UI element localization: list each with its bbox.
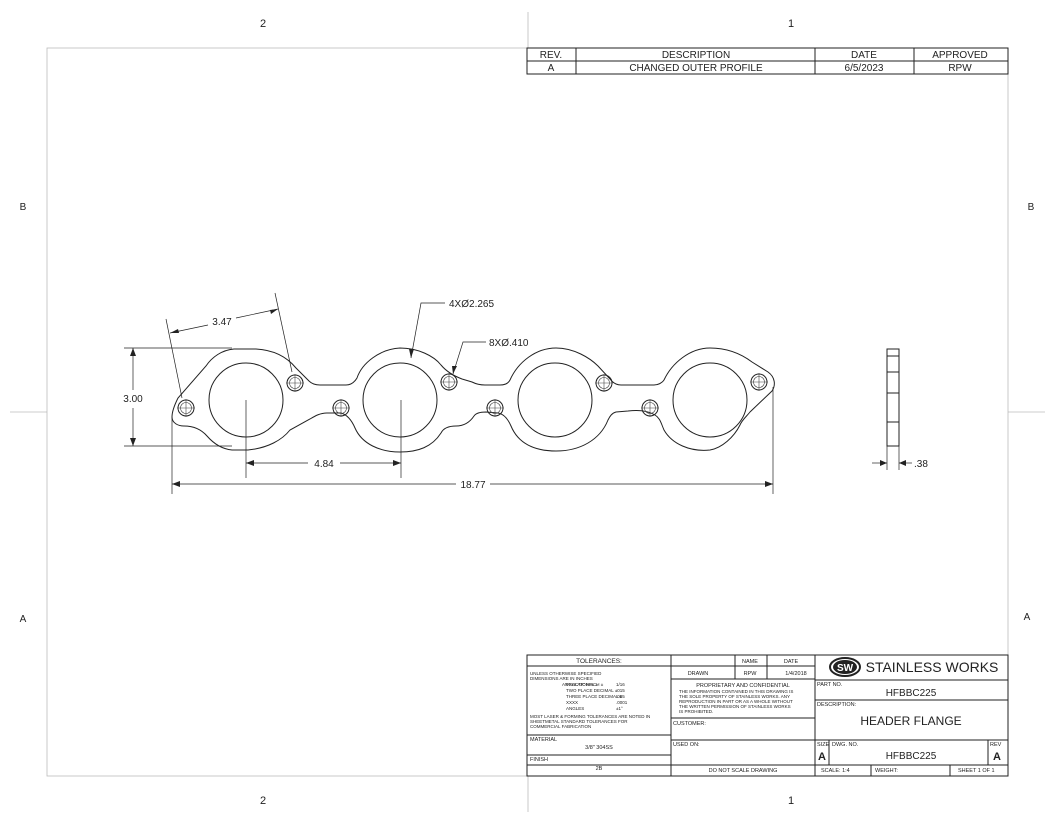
tol-row-2-label: FRACTIONAL ± xyxy=(566,682,599,687)
zone-left-lower: A xyxy=(20,614,27,625)
tol-row-5-value: .0001 xyxy=(616,700,628,705)
rev-row-approved: RPW xyxy=(948,63,972,74)
customer-label: CUSTOMER: xyxy=(673,721,706,727)
dim-port-spacing: 4.84 xyxy=(314,459,334,470)
name-header: NAME xyxy=(742,659,758,665)
tol-row-4-value: .005 xyxy=(616,694,625,699)
dim-height: 3.00 xyxy=(123,394,143,405)
flange-side-view: .38 xyxy=(872,348,928,470)
proprietary-title: PROPRIETARY AND CONFIDENTIAL xyxy=(696,683,790,689)
tol-row-3-label: TWO PLACE DECIMAL ± xyxy=(566,688,618,693)
zone-top-left: 2 xyxy=(260,18,266,30)
proprietary-line-3: REPRODUCTION IN PART OR AS A WHOLE WITHO… xyxy=(679,699,793,704)
zone-markers: 2 1 B B A A 2 1 xyxy=(10,12,1045,812)
bolt-hole-1 xyxy=(177,399,195,417)
port-hole-2 xyxy=(362,362,438,438)
tol-line-1: UNLESS OTHERWISE SPECIFIED xyxy=(530,671,602,676)
bolt-hole-6 xyxy=(595,374,613,392)
rev-row-rev: A xyxy=(548,63,555,74)
bolt-hole-5 xyxy=(486,399,504,417)
rev-header-description: DESCRIPTION xyxy=(662,50,730,61)
rev-label: REV xyxy=(990,742,1002,748)
part-no-label: PART NO. xyxy=(817,682,843,688)
dwg-no: HFBBC225 xyxy=(886,751,937,762)
tol-row-6-value: ±1° xyxy=(616,706,623,711)
revision-table: REV. DESCRIPTION DATE APPROVED A CHANGED… xyxy=(526,47,1009,75)
dim-thickness: .38 xyxy=(914,459,928,470)
bolt-hole-2 xyxy=(286,374,304,392)
zone-right-upper: B xyxy=(1028,202,1035,213)
weight-label: WEIGHT: xyxy=(875,768,898,774)
zone-bottom-right: 1 xyxy=(788,795,794,807)
scale-label: SCALE: 1:4 xyxy=(821,768,850,774)
proprietary-line-4: THE WRITTEN PERMISSION OF STAINLESS WORK… xyxy=(679,704,791,709)
date-header: DATE xyxy=(784,659,799,665)
title-block: TOLERANCES: UNLESS OTHERWISE SPECIFIED D… xyxy=(526,654,1009,777)
proprietary-line-2: THE SOLE PROPERTY OF STAINLESS WORKS. AN… xyxy=(679,694,790,699)
flange-front-view xyxy=(171,347,775,453)
zone-left-upper: B xyxy=(20,202,27,213)
company-name: STAINLESS WORKS xyxy=(866,659,999,675)
tol-note-2: SHEETMETAL STANDARD TOLERANCES FOR xyxy=(530,719,628,724)
bolt-hole-4 xyxy=(440,373,458,391)
dimension-lines: 3.47 4XØ2.265 8XØ.410 3.00 4.84 18.77 xyxy=(123,292,774,494)
used-on-label: USED ON: xyxy=(673,742,700,748)
company-logo: SW xyxy=(829,657,861,677)
tol-line-2: DIMENSIONS ARE IN INCHES xyxy=(530,676,593,681)
drawn-label: DRAWN xyxy=(688,671,709,677)
dim-bolt-callout: 8XØ.410 xyxy=(489,338,529,349)
rev-header-approved: APPROVED xyxy=(932,50,988,61)
size-value: A xyxy=(818,751,826,763)
do-not-scale: DO NOT SCALE DRAWING xyxy=(709,768,778,774)
bolt-hole-8 xyxy=(750,373,768,391)
dim-angled-spacing: 3.47 xyxy=(212,317,232,328)
proprietary-line-1: THE INFORMATION CONTAINED IN THIS DRAWIN… xyxy=(679,689,793,694)
tol-note-3: COMMERCIAL FABRICATION xyxy=(530,724,591,729)
rev-row-date: 6/5/2023 xyxy=(845,63,884,74)
dim-port-callout: 4XØ2.265 xyxy=(449,299,494,310)
drawn-date: 1/4/2018 xyxy=(785,671,806,677)
tol-row-1-label: ANGULAR: MACH ± xyxy=(562,682,604,687)
proprietary-line-5: IS PROHIBITED. xyxy=(679,709,713,714)
rev-row-description: CHANGED OUTER PROFILE xyxy=(629,63,763,74)
port-hole-4 xyxy=(672,362,748,438)
material-label: MATERIAL xyxy=(530,737,557,743)
bolt-hole-7 xyxy=(641,399,659,417)
finish-label: FINISH xyxy=(530,757,548,763)
bolt-hole-3 xyxy=(332,399,350,417)
part-no: HFBBC225 xyxy=(886,688,937,699)
tol-row-4-label: THREE PLACE DECIMAL ± xyxy=(566,694,623,699)
description-value: HEADER FLANGE xyxy=(860,714,961,728)
logo-mark: SW xyxy=(837,663,854,674)
rev-header-rev: REV. xyxy=(540,50,562,61)
sheet-label: SHEET 1 OF 1 xyxy=(958,768,995,774)
port-hole-3 xyxy=(517,362,593,438)
tol-note-1: MOST LASER & FORMING TOLERANCES ARE NOTE… xyxy=(530,714,650,719)
tol-row-3-value: .015 xyxy=(616,688,625,693)
tol-row-6-label: ANGLES xyxy=(566,706,584,711)
zone-bottom-left: 2 xyxy=(260,795,266,807)
rev-header-date: DATE xyxy=(851,50,877,61)
zone-top-right: 1 xyxy=(788,18,794,30)
flange-outline xyxy=(171,347,775,453)
dwg-no-label: DWG. NO. xyxy=(832,742,859,748)
finish-value: 2B xyxy=(596,766,603,772)
size-label: SIZE xyxy=(817,742,830,748)
drawn-name: RPW xyxy=(744,671,758,677)
rev-value: A xyxy=(993,751,1001,763)
material-value: 3/8" 304SS xyxy=(585,745,613,751)
tolerances-title: TOLERANCES: xyxy=(576,658,622,665)
description-label: DESCRIPTION: xyxy=(817,702,857,708)
zone-right-lower: A xyxy=(1024,612,1031,623)
tol-row-5-label: XXXX xyxy=(566,700,578,705)
tol-row-2-value: 1/16 xyxy=(616,682,625,687)
dim-overall-length: 18.77 xyxy=(460,480,485,491)
